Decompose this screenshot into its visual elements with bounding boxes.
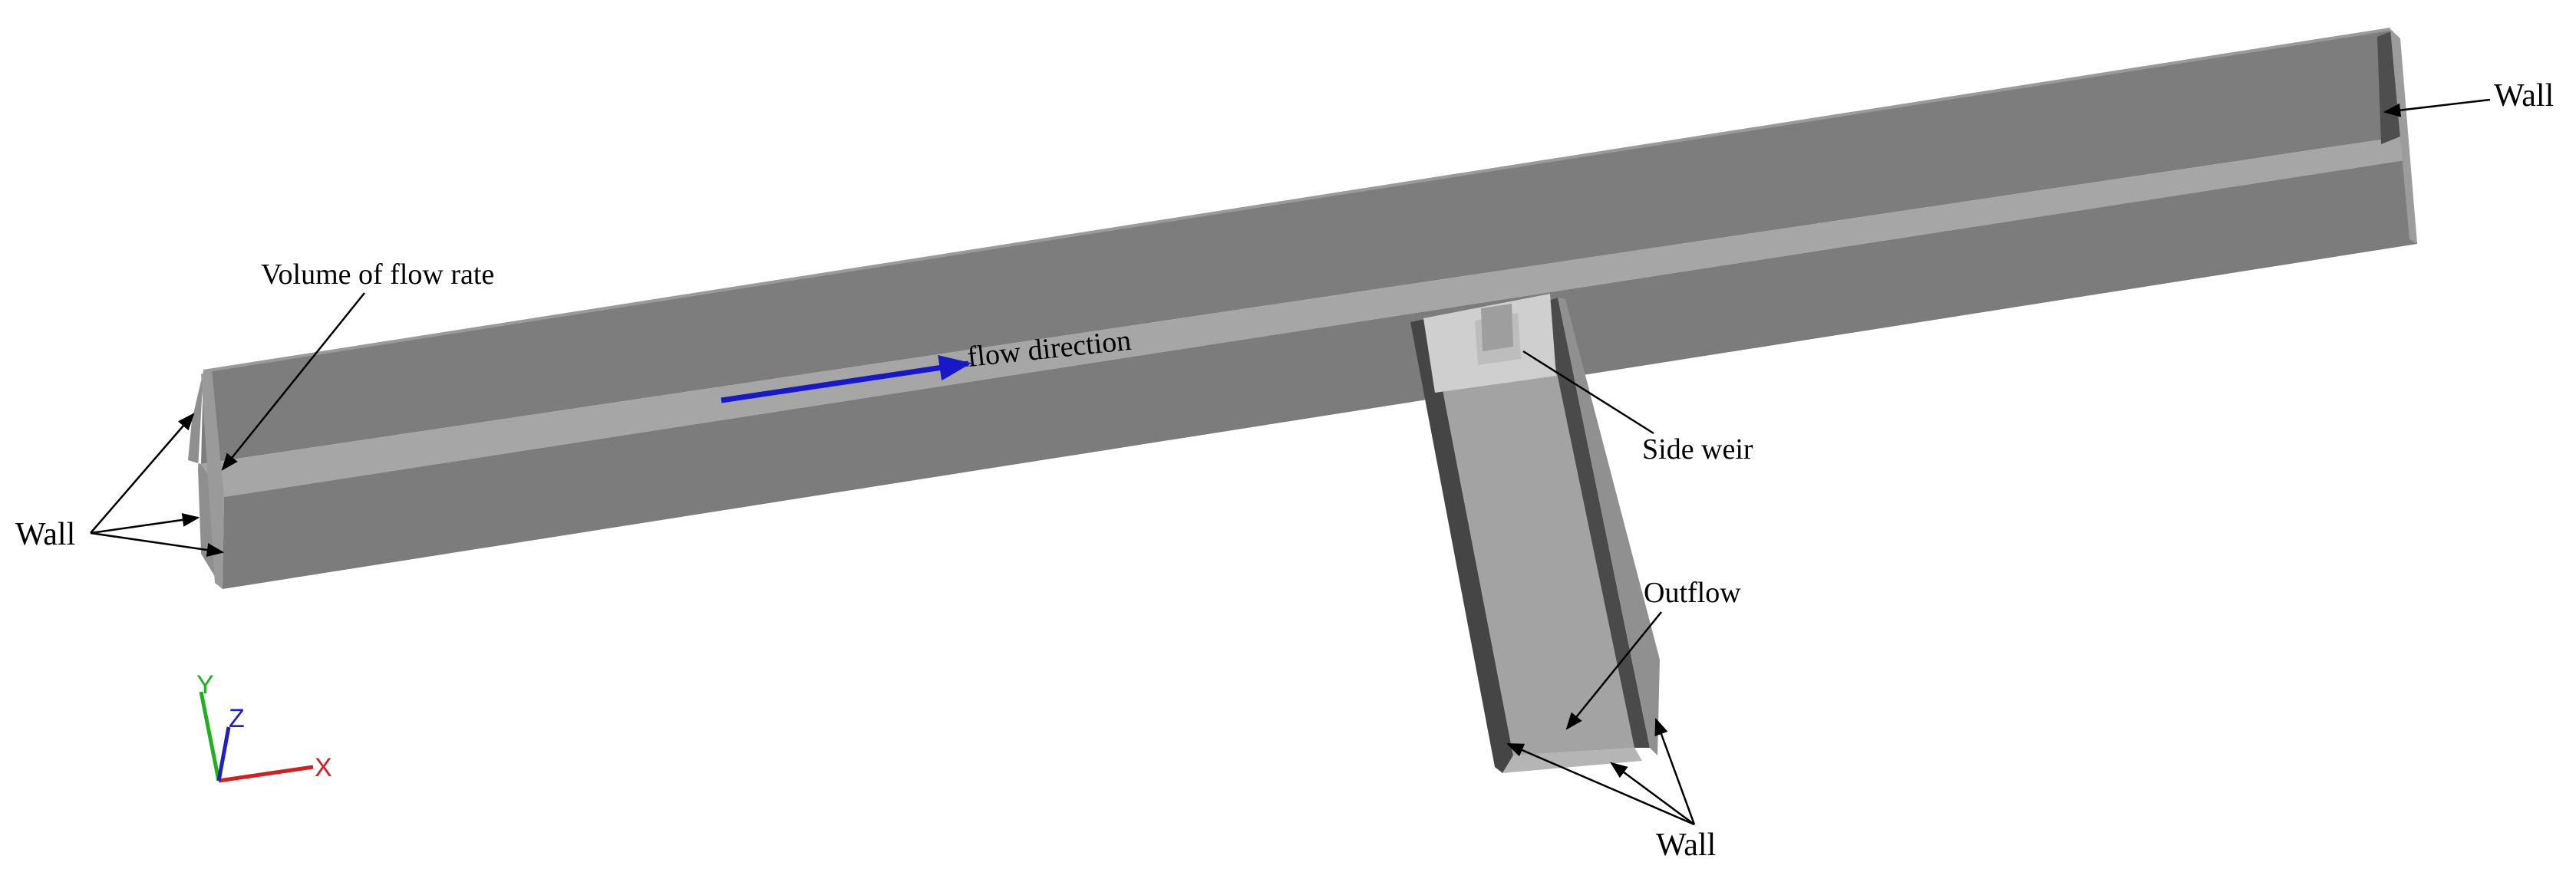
main-channel-back-wall [201, 29, 2402, 464]
axis-x-label: X [315, 753, 332, 782]
axis-triad: X Y Z [196, 670, 332, 783]
wall-bottom-leader-1 [1506, 742, 1695, 826]
branch-left-wall [1410, 318, 1513, 773]
branch-outer-right [1558, 298, 1660, 755]
wall-bottom-leader-2 [1610, 762, 1695, 826]
wall-right-label: Wall [2494, 78, 2554, 114]
side-weir-leader [1522, 350, 1654, 435]
wall-bottom-label: Wall [1656, 828, 1716, 863]
branch-end-face [1502, 748, 1642, 773]
main-channel-floor [201, 137, 2409, 497]
right-end-edge [2390, 29, 2417, 244]
outflow-label: Outflow [1644, 577, 1741, 609]
volume-of-flow-rate-leader [221, 292, 365, 471]
side-weir-label: Side weir [1642, 433, 1753, 466]
axis-y-label: Y [196, 670, 214, 699]
branch-channel [1410, 294, 1660, 773]
axis-z-label: Z [229, 704, 245, 733]
main-channel [188, 28, 2417, 589]
axis-y-line [199, 691, 221, 782]
axis-z-line [216, 726, 231, 782]
branch-floor [1429, 303, 1634, 755]
wall-left-label: Wall [15, 517, 75, 552]
branch-right-wall [1542, 298, 1650, 748]
wall-left-leader-1 [90, 413, 195, 534]
inlet-end-edge [201, 370, 224, 589]
wall-right-leader [2383, 98, 2491, 117]
wall-left-leader-3 [90, 532, 225, 557]
wall-left-leader-2 [90, 512, 200, 535]
main-channel-front-wall [223, 160, 2417, 589]
outflow-leader [1565, 611, 1662, 730]
volume-of-flow-rate-label: Volume of flow rate [261, 258, 494, 291]
flow-direction-arrow [721, 354, 972, 403]
axis-x-line [218, 765, 314, 783]
wall-bottom-leader-3 [1654, 717, 1696, 825]
side-weir-notch-inner [1481, 304, 1513, 351]
